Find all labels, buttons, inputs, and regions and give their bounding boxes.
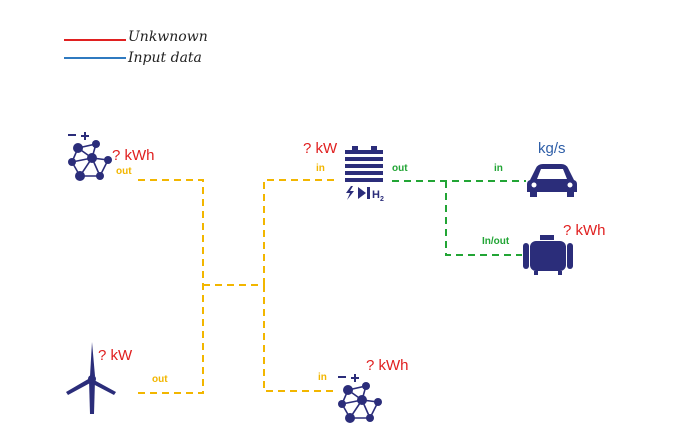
legend-unknown-label: Unkwnown [128, 29, 208, 45]
wire-electrolyzer-in [263, 179, 338, 285]
tank-icon [523, 235, 573, 275]
network-bottom-value: ? kWh [366, 357, 409, 374]
tank-port: In/out [482, 236, 510, 247]
car-port: in [494, 163, 503, 174]
electrolyzer-node: H2 ? kW in out [303, 140, 408, 203]
network-sign-icon [68, 132, 112, 181]
electrolyzer-port-out: out [392, 163, 408, 174]
electrolyzer-value: ? kW [303, 140, 338, 157]
electrolyzer-icon [345, 146, 383, 200]
car-icon [527, 164, 577, 197]
wind-port: out [152, 374, 168, 385]
network-top-port: out [116, 166, 132, 177]
tank-node: ? kWh In/out [482, 222, 606, 275]
wire-h2-tank [445, 181, 522, 256]
network-bottom-port: in [318, 372, 327, 383]
wind-node: ? kW out [66, 342, 168, 414]
wire-wind [138, 285, 204, 394]
wire-network-top [138, 179, 204, 285]
network-bottom-node: ? kWh in [318, 357, 409, 423]
wind-turbine-icon [66, 342, 116, 414]
electrolyzer-h2-label: H2 [372, 189, 384, 203]
car-node: kg/s in [494, 140, 577, 197]
network-top-node: ? kWh out [68, 132, 155, 181]
hydrogen-wires [392, 180, 526, 256]
electric-wires [138, 179, 338, 394]
tank-value: ? kWh [563, 222, 606, 239]
network-sign-icon [338, 374, 382, 423]
network-top-value: ? kWh [112, 147, 155, 164]
wire-network-bottom [263, 285, 338, 392]
electrolyzer-port-in: in [316, 163, 325, 174]
legend: Unkwnown Input data [64, 29, 208, 66]
car-value: kg/s [538, 140, 566, 157]
wind-value: ? kW [98, 347, 133, 364]
legend-input-label: Input data [127, 50, 202, 66]
